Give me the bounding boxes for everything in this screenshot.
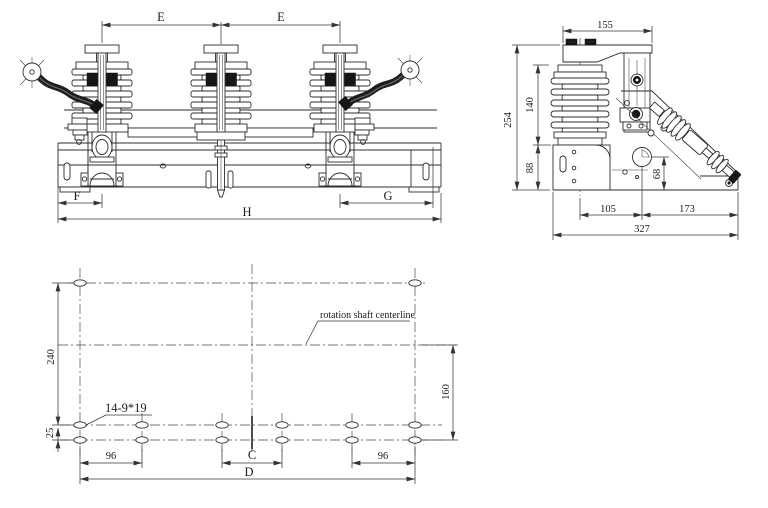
dim-label-d: D (244, 465, 253, 479)
front-view: E E F G H (19, 10, 442, 223)
dim-label-327: 327 (634, 224, 650, 235)
dim-label-88: 88 (525, 163, 536, 174)
front-dimensions: E E F G H (57, 10, 442, 223)
side-insulator (550, 64, 610, 146)
plan-centerlines (58, 264, 456, 455)
dim-label-240: 240 (46, 349, 57, 365)
dim-label-96-left: 96 (106, 451, 117, 462)
corner-terminal-icon-left (19, 57, 45, 88)
dim-label-h: H (242, 205, 251, 219)
terminal-bolt-stack-left (67, 117, 88, 145)
hole-callout-text: 14-9*19 (105, 401, 147, 415)
dim-label-173: 173 (679, 204, 695, 215)
mounting-slots (73, 279, 422, 444)
side-view: 155 254 140 88 68 105 173 327 (503, 20, 742, 240)
dim-label-25: 25 (45, 428, 56, 439)
flexible-conductor-left (35, 73, 104, 114)
dim-label-160: 160 (441, 384, 452, 400)
dim-label-e-left: E (157, 10, 165, 24)
support-column (619, 52, 651, 133)
hole-callout: 14-9*19 (85, 401, 152, 426)
spring-actuator (648, 101, 742, 184)
insulator-pole-middle (190, 44, 252, 198)
shaft-centerline-text: rotation shaft centerline (320, 310, 416, 321)
dim-label-105: 105 (600, 204, 616, 215)
top-contact-plate (562, 38, 653, 63)
dim-label-254: 254 (503, 111, 514, 128)
dim-label-68: 68 (652, 169, 663, 180)
shaft-centerline-callout: rotation shaft centerline (305, 310, 416, 345)
dim-label-e-right: E (277, 10, 285, 24)
flexible-conductor-right (338, 71, 407, 111)
plan-view: 14-9*19 rotation shaft centerline 240 25… (45, 264, 458, 484)
dim-label-96-right: 96 (378, 451, 389, 462)
dim-label-155: 155 (597, 20, 613, 31)
plan-dimensions: 240 25 160 96 C 96 D (45, 282, 458, 484)
terminal-bolt-stack-right (354, 117, 375, 145)
dim-label-c: C (248, 448, 256, 462)
base-channel (57, 142, 442, 193)
dim-label-140: 140 (525, 97, 536, 113)
dim-label-f: F (74, 189, 81, 203)
operating-mechanism (615, 90, 742, 184)
mechanism-housing (552, 144, 739, 191)
corner-terminal-icon-right (397, 55, 423, 86)
side-dimensions: 155 254 140 88 68 105 173 327 (503, 20, 739, 240)
dim-label-g: G (383, 189, 392, 203)
